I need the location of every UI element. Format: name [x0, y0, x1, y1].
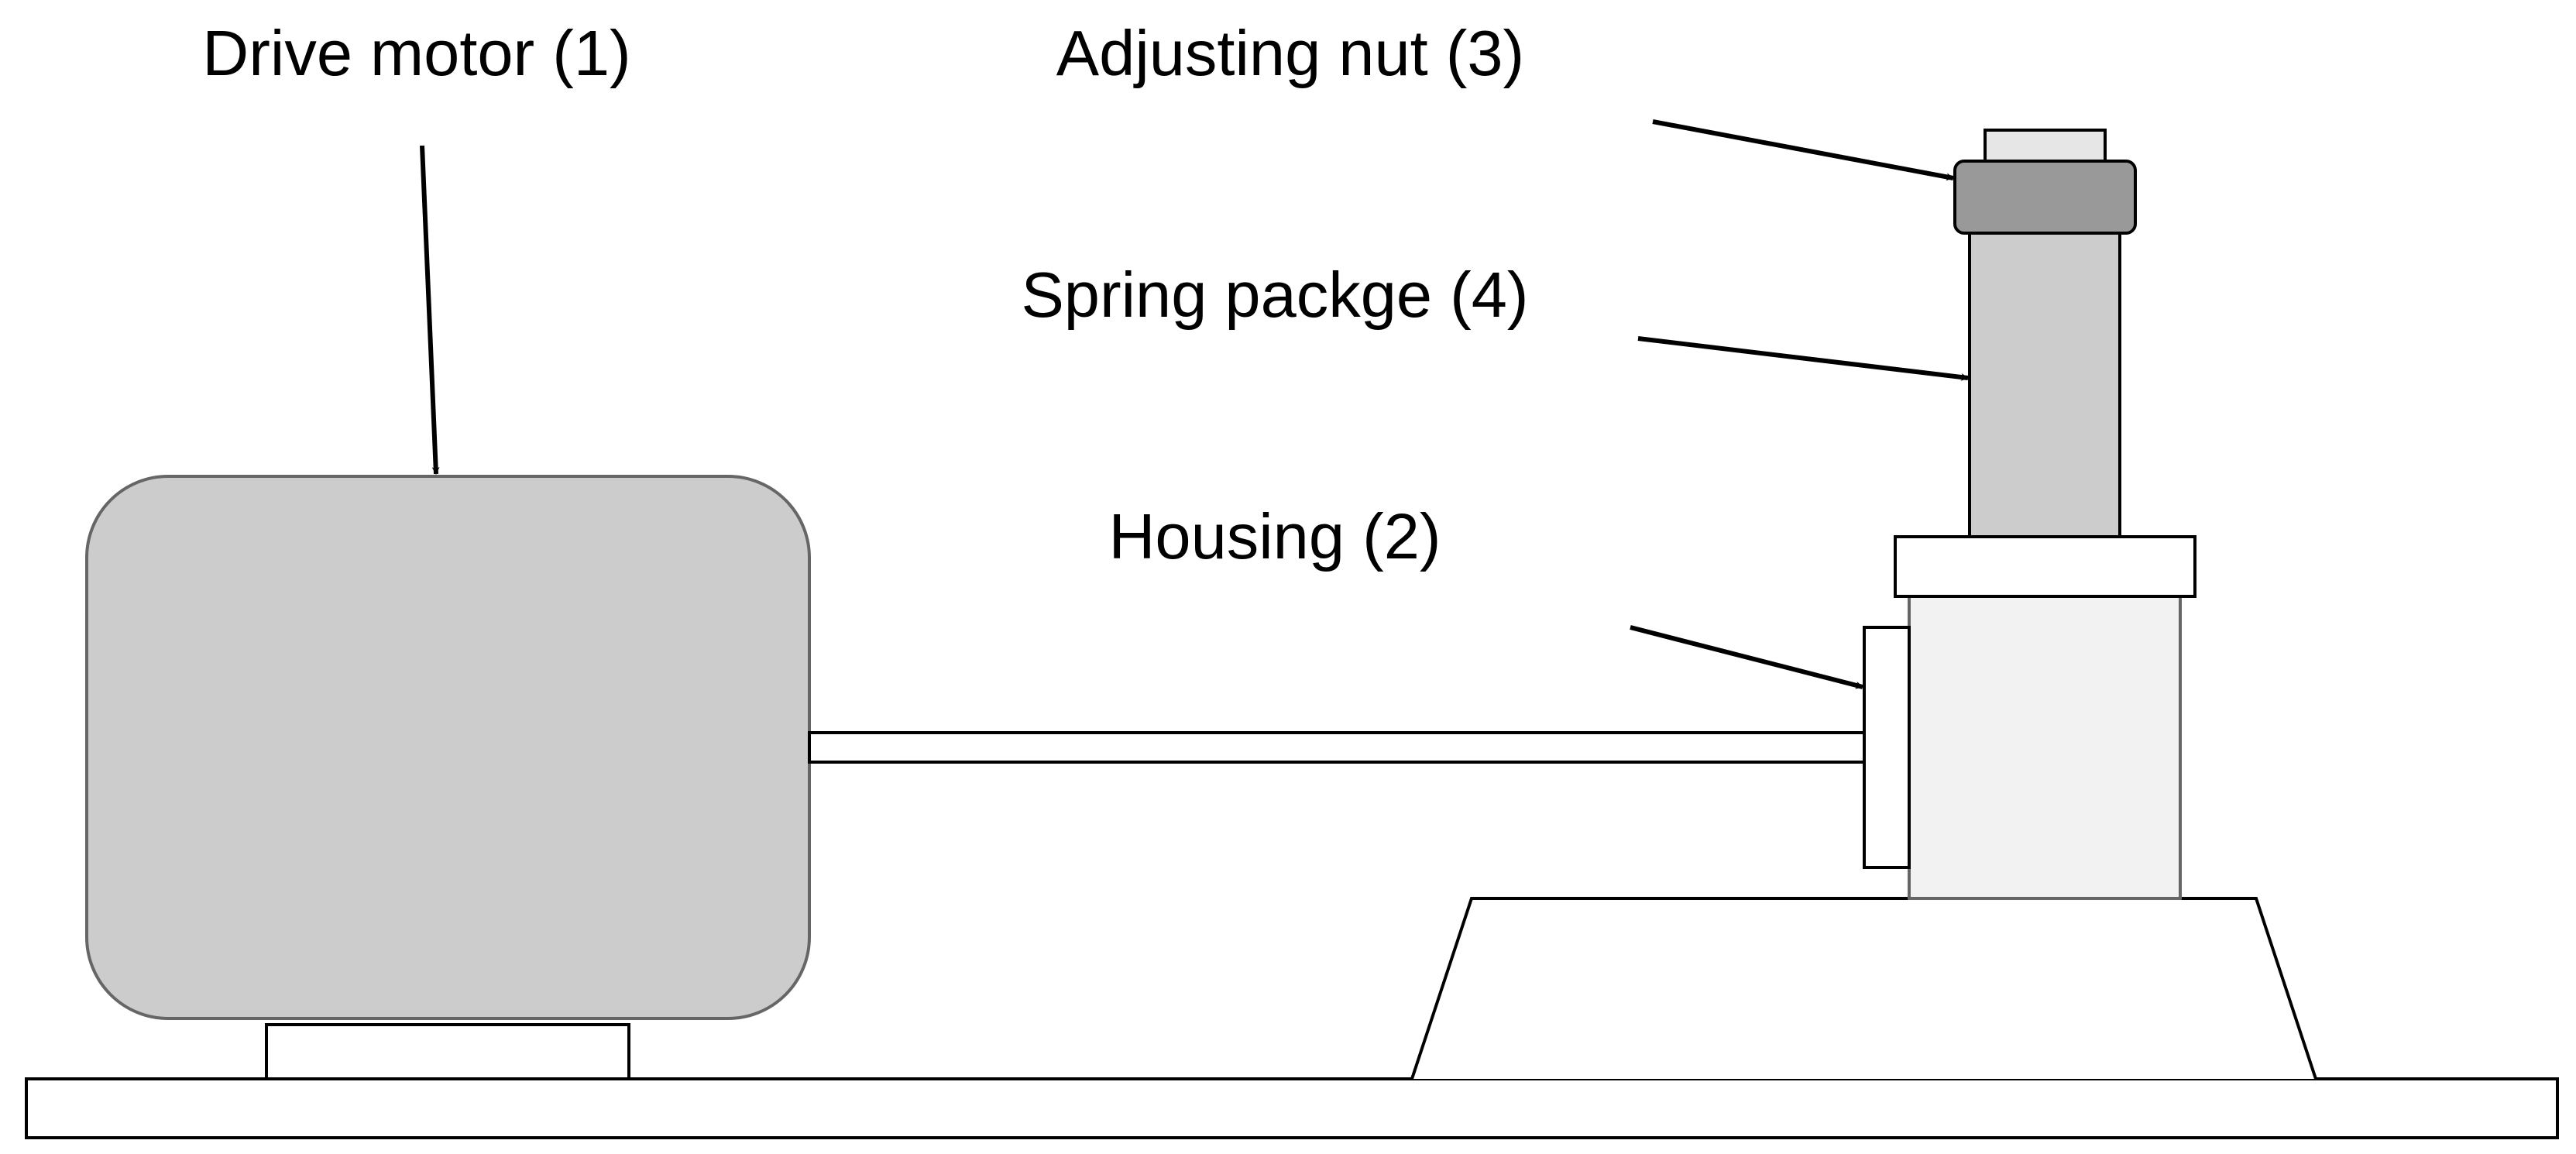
spring-package-label: Spring packge (4) [1021, 259, 1528, 331]
adjusting-nut-arrow [1652, 119, 1954, 181]
housing-label: Housing (2) [1108, 500, 1441, 572]
drive-motor-label: Drive motor (1) [202, 17, 630, 89]
pedestal [1410, 897, 2317, 1080]
adjusting-nut-label: Adjusting nut (3) [1056, 17, 1524, 89]
motor-foot [265, 1023, 630, 1080]
housing-top-plate [1894, 535, 2196, 598]
housing-body [1908, 595, 2182, 900]
base-plate [25, 1077, 2559, 1139]
drive-motor-body [85, 475, 811, 1020]
housing-flange [1863, 626, 1911, 869]
adjusting-nut [1953, 160, 2137, 235]
spring-package [1968, 232, 2121, 538]
spring-package-arrow [1637, 336, 1969, 381]
housing-arrow [1630, 625, 1863, 689]
drive-motor-arrow [420, 145, 440, 475]
drive-shaft [808, 731, 1866, 764]
nut-cap [1984, 129, 2107, 163]
